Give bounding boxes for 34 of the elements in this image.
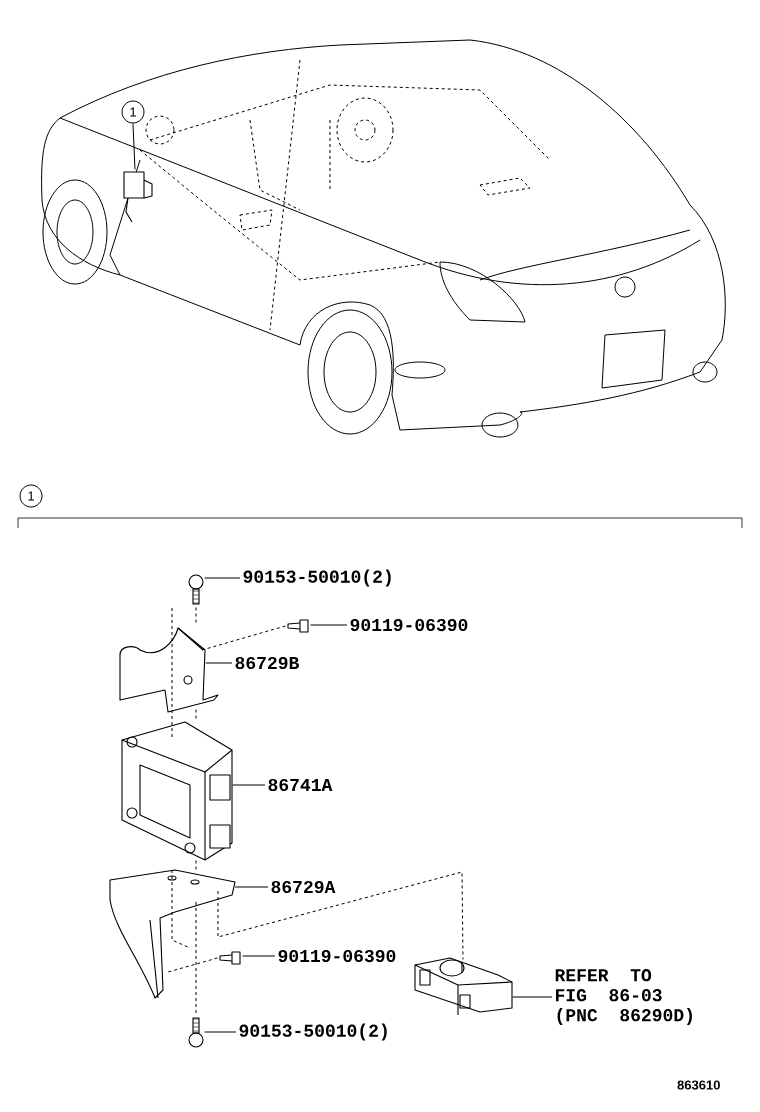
part-number: REFER TO FIG 86-03 (PNC 86290D) [555, 969, 692, 1025]
bolt-drawing [188, 1017, 204, 1048]
screw-drawing [287, 619, 309, 633]
drawing-number: 863610 [677, 1080, 720, 1090]
leader-line [310, 624, 348, 626]
leader-line [232, 784, 266, 786]
leader-line [234, 886, 269, 888]
control-module-drawing [121, 721, 233, 861]
part-number: 90153-50010(2) [239, 1023, 387, 1041]
assembly-line [195, 860, 197, 870]
part-number: 90119-06390 [350, 618, 468, 632]
leader-line [205, 662, 233, 664]
assembly-line [195, 607, 197, 625]
leader-line [204, 577, 241, 579]
component-drawing [123, 171, 153, 223]
bracket-drawing [119, 627, 219, 713]
sensor-drawing [414, 957, 513, 1016]
leader-line [132, 123, 136, 170]
leader-line [242, 955, 276, 957]
screw-drawing [219, 951, 241, 965]
assembly-line [195, 709, 197, 722]
part-number: 86729A [271, 880, 336, 894]
assembly-line [195, 901, 197, 1015]
leader-line [204, 1031, 237, 1033]
assembly-line [167, 957, 218, 973]
part-number: 86741A [268, 778, 333, 792]
assembly-line [217, 871, 464, 960]
bracket-drawing [109, 869, 236, 999]
leader-line [512, 996, 553, 998]
bolt-drawing [188, 574, 204, 605]
part-number: 86729B [235, 656, 299, 670]
assembly-line [201, 625, 286, 651]
part-number: 90153-50010(2) [243, 569, 391, 587]
part-number: 90119-06390 [278, 949, 396, 963]
